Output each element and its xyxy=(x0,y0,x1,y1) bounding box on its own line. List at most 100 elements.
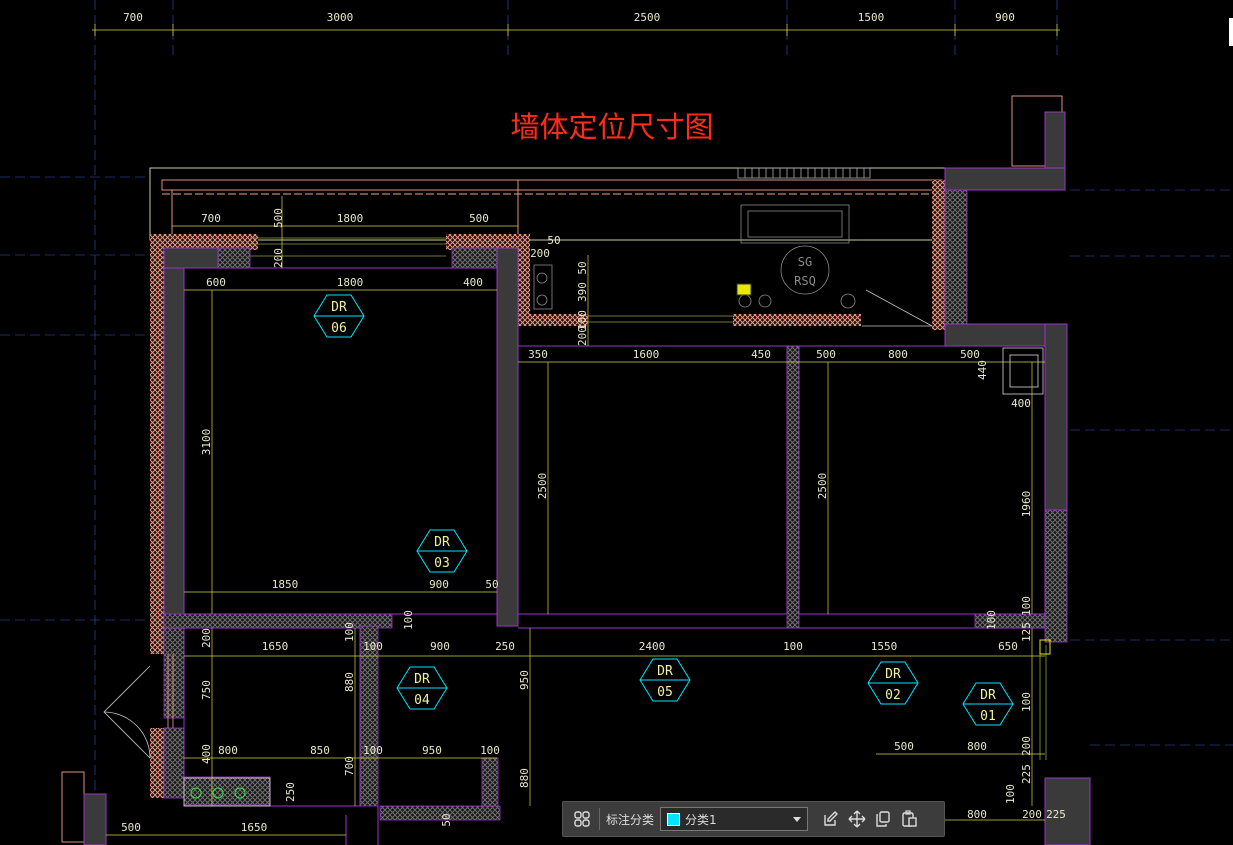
tag-dr-03[interactable]: DR 03 xyxy=(416,529,468,573)
tag-number: 02 xyxy=(885,688,901,703)
dim-250a: 250 xyxy=(495,640,515,653)
equipment-label-2: RSQ xyxy=(794,274,816,288)
tag-number: 06 xyxy=(331,321,347,336)
paste-button[interactable] xyxy=(896,806,922,832)
dim-800a: 800 xyxy=(888,348,908,361)
grid-menu-button[interactable] xyxy=(569,806,595,832)
edge-indicator xyxy=(1229,18,1233,46)
dim-200c: 200 xyxy=(576,326,589,346)
dim-350: 350 xyxy=(528,348,548,361)
dim-200b: 200 xyxy=(530,247,550,260)
tag-number: 04 xyxy=(414,693,430,708)
dim-2500a: 2500 xyxy=(536,473,549,500)
tag-number: 05 xyxy=(657,685,673,700)
vent-icon xyxy=(1039,639,1051,655)
tag-code: DR xyxy=(331,300,347,315)
dim-500e: 500 xyxy=(121,821,141,834)
dim-440: 440 xyxy=(976,360,989,380)
dim-390: 390 xyxy=(576,282,589,302)
dim-100f: 100 xyxy=(363,640,383,653)
dim-450: 450 xyxy=(751,348,771,361)
gas-meter-icon xyxy=(736,283,752,296)
dim-100d: 100 xyxy=(1020,596,1033,616)
edit-icon xyxy=(824,811,839,826)
annotation-category-select[interactable]: 分类1 xyxy=(660,807,809,831)
tag-code: DR xyxy=(885,667,901,682)
dim-100c: 100 xyxy=(985,610,998,630)
annotation-category-label: 标注分类 xyxy=(606,812,655,827)
dim-225a: 225 xyxy=(1020,764,1033,784)
copy-button[interactable] xyxy=(870,806,896,832)
windows xyxy=(167,237,1047,760)
dim-50d: 50 xyxy=(440,813,453,826)
top-dim-3: 1500 xyxy=(858,11,885,24)
tag-dr-04[interactable]: DR 04 xyxy=(396,666,448,710)
tag-dr-02[interactable]: DR 02 xyxy=(867,661,919,705)
dim-200d: 200 xyxy=(200,628,213,648)
copy-icon xyxy=(876,811,890,827)
appliances xyxy=(183,204,1044,807)
dim-3100: 3100 xyxy=(200,429,213,456)
tag-dr-06[interactable]: DR 06 xyxy=(313,294,365,338)
dim-200e: 200 xyxy=(1020,736,1033,756)
dim-750: 750 xyxy=(200,680,213,700)
dim-850: 850 xyxy=(310,744,330,757)
equipment-label-1: SG xyxy=(798,255,812,269)
dim-800c: 800 xyxy=(967,740,987,753)
dim-800d: 800 xyxy=(967,808,987,821)
dimension-lines xyxy=(106,196,1045,836)
partitions-hatch xyxy=(163,189,1068,821)
dim-50c: 50 xyxy=(485,578,498,591)
move-button[interactable] xyxy=(844,806,870,832)
chevron-down-icon xyxy=(793,816,802,822)
door-tags: DR 06 DR 03 DR 04 DR 05 DR 02 xyxy=(313,294,1014,726)
grille xyxy=(737,167,871,179)
dim-1850: 1850 xyxy=(272,578,299,591)
sink-burners xyxy=(190,787,246,799)
dim-500v: 500 xyxy=(272,208,285,228)
toolbar-divider xyxy=(599,808,600,830)
dim-700b: 700 xyxy=(343,756,356,776)
dim-1600: 1600 xyxy=(633,348,660,361)
dim-900b: 900 xyxy=(430,640,450,653)
top-dim-1: 3000 xyxy=(327,11,354,24)
dim-100i: 100 xyxy=(363,744,383,757)
dim-1800a: 1800 xyxy=(337,212,364,225)
dim-2500b: 2500 xyxy=(816,473,829,500)
dim-100j: 100 xyxy=(480,744,500,757)
dim-250b: 250 xyxy=(284,782,297,802)
dim-100g: 100 xyxy=(783,640,803,653)
dim-900a: 900 xyxy=(429,578,449,591)
dim-400b: 400 xyxy=(1011,397,1031,410)
move-icon xyxy=(848,810,866,828)
drawing-title: 墙体定位尺寸图 xyxy=(510,110,713,144)
dim-800b: 800 xyxy=(218,744,238,757)
dim-500d: 500 xyxy=(894,740,914,753)
dim-1960: 1960 xyxy=(1020,491,1033,518)
top-dim-4: 900 xyxy=(995,11,1015,24)
dim-100h: 100 xyxy=(1020,692,1033,712)
dim-100e: 100 xyxy=(343,622,356,642)
tag-dr-01[interactable]: DR 01 xyxy=(962,682,1014,726)
dim-400c: 400 xyxy=(200,744,213,764)
tag-dr-05[interactable]: DR 05 xyxy=(639,658,691,702)
tag-code: DR xyxy=(980,688,996,703)
selected-category: 分类1 xyxy=(685,812,717,827)
tag-code: DR xyxy=(434,535,450,550)
dim-200f: 200 xyxy=(1022,808,1042,821)
edit-button[interactable] xyxy=(818,806,844,832)
dim-500c: 500 xyxy=(960,348,980,361)
dim-880a: 880 xyxy=(343,672,356,692)
dim-400a: 400 xyxy=(463,276,483,289)
dim-650: 650 xyxy=(998,640,1018,653)
dim-50a: 50 xyxy=(547,234,560,247)
dim-200a: 200 xyxy=(272,248,285,268)
dim-100a: 100 xyxy=(576,310,589,330)
dim-500b: 500 xyxy=(816,348,836,361)
top-dimension-labels: 700 3000 2500 1500 900 xyxy=(123,11,1015,24)
dim-950b: 950 xyxy=(422,744,442,757)
dim-125: 125 xyxy=(1020,622,1033,642)
dim-2400: 2400 xyxy=(639,640,666,653)
dim-50b: 50 xyxy=(576,261,589,274)
